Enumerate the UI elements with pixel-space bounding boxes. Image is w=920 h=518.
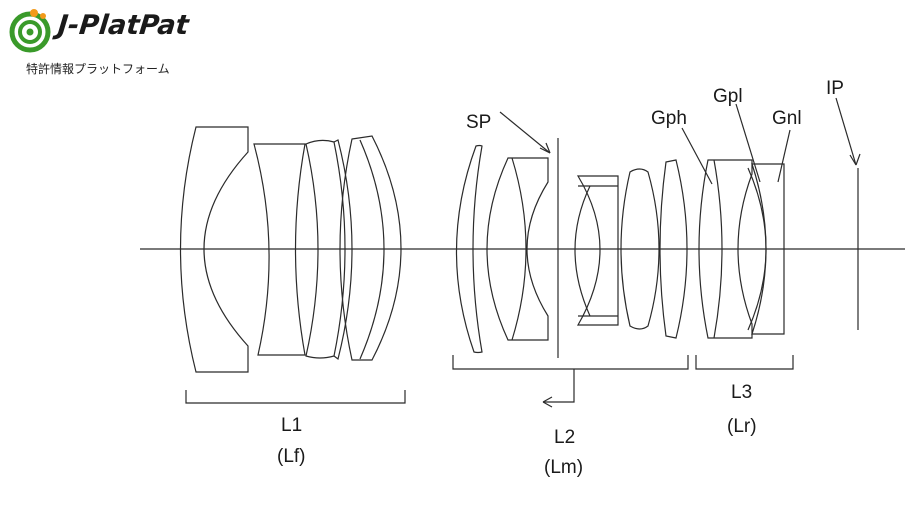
gpl-leader bbox=[735, 103, 761, 183]
ip-leader bbox=[835, 97, 857, 166]
lens-element-4-inner bbox=[359, 139, 385, 360]
label-gpl: Gpl bbox=[713, 86, 743, 107]
sp-leader bbox=[499, 111, 551, 154]
gph-leader bbox=[681, 127, 713, 185]
label-gph: Gph bbox=[651, 108, 687, 129]
jplatpat-emblem-icon bbox=[9, 9, 51, 53]
lens-element-7-inner bbox=[574, 185, 591, 317]
label-ip: IP bbox=[826, 78, 844, 99]
label-l1-sub: (Lf) bbox=[277, 446, 306, 467]
lens-element-10-inner bbox=[713, 159, 723, 339]
label-gnl: Gnl bbox=[772, 108, 802, 129]
ip-arrow-icon bbox=[849, 153, 861, 166]
lens-element-7 bbox=[576, 175, 619, 326]
label-l3-sub: (Lr) bbox=[727, 416, 757, 437]
label-sp: SP bbox=[466, 112, 491, 133]
gnl-leader bbox=[777, 129, 791, 183]
l2-arrow-icon bbox=[542, 396, 553, 408]
lens-element-9 bbox=[659, 159, 688, 339]
l1-bracket bbox=[185, 390, 406, 404]
lens-element-2 bbox=[253, 143, 306, 356]
l2-bracket bbox=[452, 355, 689, 370]
label-l2-sub: (Lm) bbox=[544, 457, 583, 478]
lens-element-3-edge bbox=[333, 139, 353, 361]
jplatpat-logo: J-PlatPat 特許情報プラットフォーム bbox=[8, 6, 228, 76]
lens-element-5 bbox=[455, 144, 483, 354]
lens-element-8 bbox=[620, 168, 660, 330]
label-l2: L2 bbox=[554, 427, 575, 448]
brand-tagline: 特許情報プラットフォーム bbox=[26, 62, 170, 76]
l2-direction-line bbox=[543, 369, 575, 403]
lens-element-6 bbox=[486, 157, 549, 341]
label-l3: L3 bbox=[731, 382, 752, 403]
lens-element-10 bbox=[698, 159, 753, 339]
sp-arrow-icon bbox=[539, 142, 551, 154]
lens-element-6-inner bbox=[511, 157, 527, 341]
lens-element-4 bbox=[339, 135, 402, 361]
l3-bracket bbox=[695, 355, 794, 370]
lens-element-12 bbox=[751, 163, 785, 335]
label-l1: L1 bbox=[281, 415, 302, 436]
lens-element-1 bbox=[179, 126, 249, 373]
